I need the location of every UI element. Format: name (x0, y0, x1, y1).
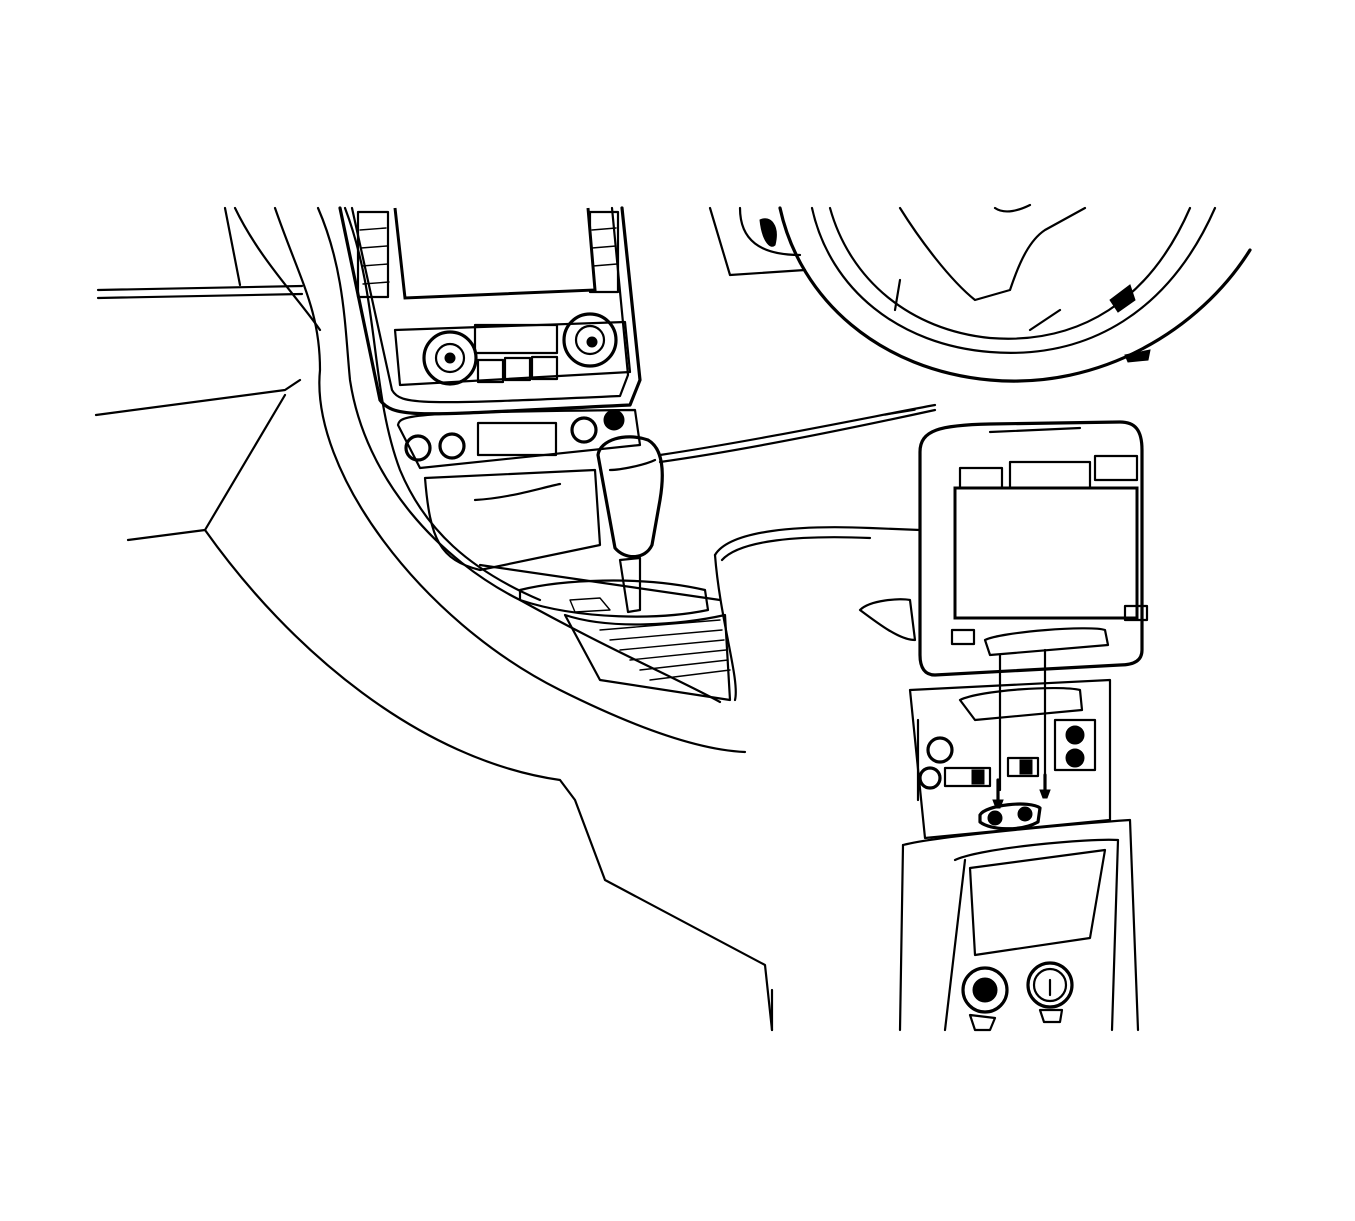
left-dash-trim (94, 206, 304, 542)
display-screen (953, 486, 1139, 620)
storage-bin (423, 468, 602, 572)
dash-lower-edge (658, 403, 937, 464)
display-housing (918, 420, 1144, 677)
rear-display-unit (918, 420, 1149, 792)
left-knob (422, 330, 478, 386)
power-outlet-right (1026, 961, 1074, 1009)
console-bracket (908, 678, 1112, 840)
gear-shifter (478, 435, 732, 702)
shift-gate (518, 579, 710, 618)
left-vent (356, 210, 390, 299)
right-knob (562, 312, 618, 368)
console-armrest (713, 526, 922, 702)
console-bin (968, 848, 1107, 957)
center-stack (338, 206, 642, 572)
steering-wheel (708, 203, 1252, 383)
climate-display (473, 323, 559, 355)
power-outlet-left (961, 966, 1009, 1014)
shift-knob (596, 435, 664, 559)
center-console-side (203, 206, 774, 1032)
hazard-switch (603, 409, 625, 431)
console-front-panel (898, 818, 1140, 1032)
radio-display (393, 207, 597, 300)
